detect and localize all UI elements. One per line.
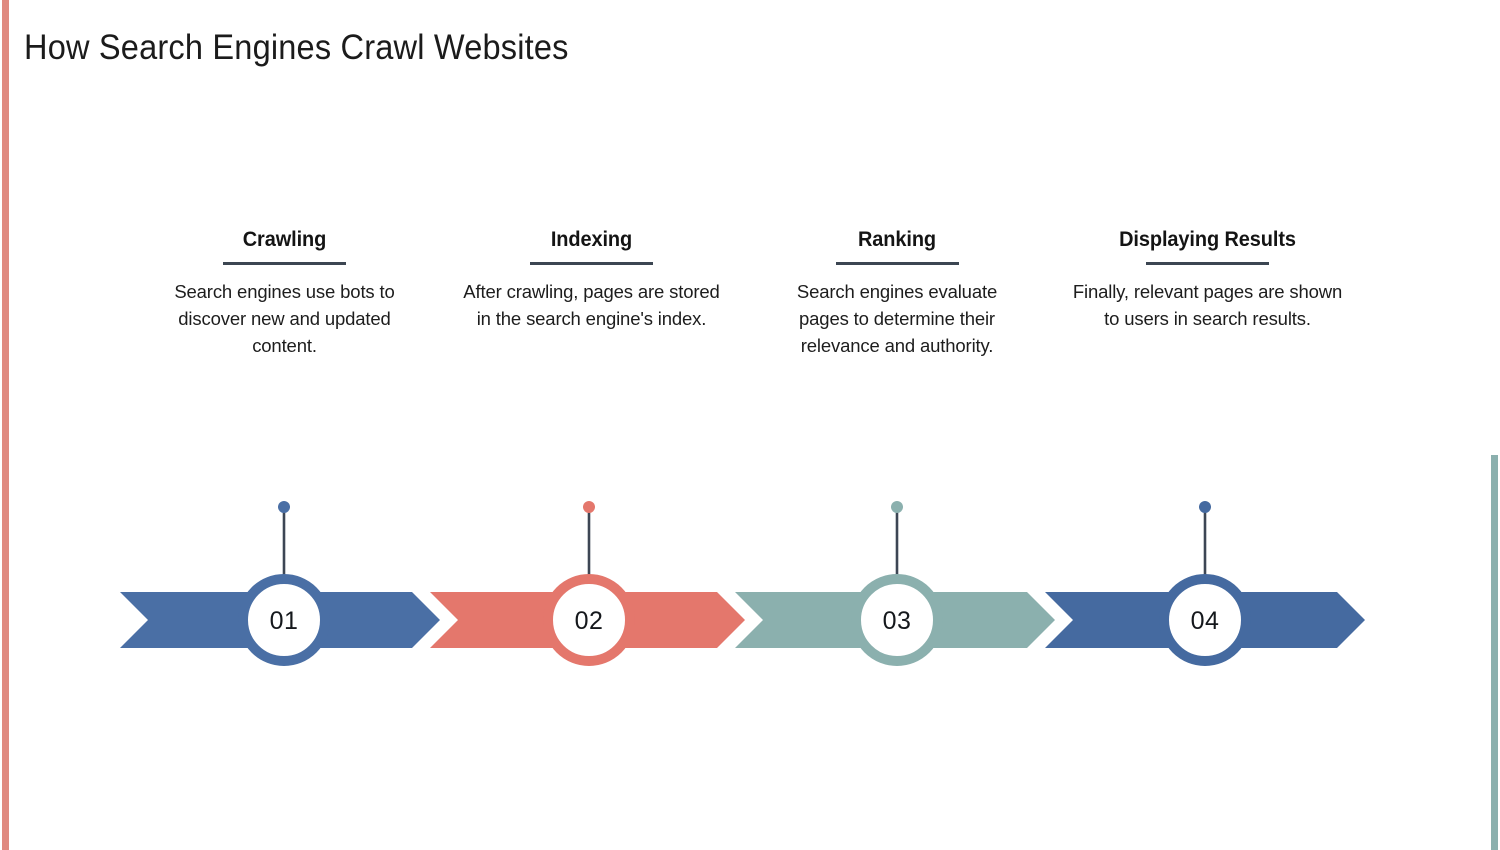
heading-divider xyxy=(530,262,653,266)
step-column-displaying-results: Displaying Results Finally, relevant pag… xyxy=(1065,228,1350,332)
connector-dot-02 xyxy=(583,501,595,513)
step-heading: Indexing xyxy=(550,228,633,251)
heading-divider xyxy=(835,262,959,266)
step-ring-04 xyxy=(1159,574,1251,666)
step-ring-01 xyxy=(238,574,330,666)
step-body-text: After crawling, pages are stored in the … xyxy=(463,281,720,330)
process-timeline: 01 02 03 04 xyxy=(0,480,1500,680)
step-number-label: 02 xyxy=(575,607,604,635)
step-number-label: 04 xyxy=(1191,607,1220,635)
step-body-text: Search engines evaluate pages to determi… xyxy=(796,281,998,357)
step-number-label: 03 xyxy=(883,607,912,635)
step-body-text: Finally, relevant pages are shown to use… xyxy=(1072,281,1343,330)
step-ring-02 xyxy=(543,574,635,666)
step-ring-03 xyxy=(851,574,943,666)
step-heading: Crawling xyxy=(242,228,327,251)
step-number-label: 01 xyxy=(270,607,299,635)
timeline-step-03[interactable]: 03 xyxy=(735,501,1055,666)
step-body-text: Search engines use bots to discover new … xyxy=(174,281,395,357)
timeline-step-02[interactable]: 02 xyxy=(430,501,745,666)
page-title: How Search Engines Crawl Websites xyxy=(24,28,569,67)
timeline-step-04[interactable]: 04 xyxy=(1045,501,1365,666)
heading-divider xyxy=(223,262,346,266)
right-accent-bar xyxy=(1491,455,1498,850)
step-column-indexing: Indexing After crawling, pages are store… xyxy=(459,228,724,332)
step-column-crawling: Crawling Search engines use bots to disc… xyxy=(152,228,417,359)
timeline-step-01[interactable]: 01 xyxy=(120,501,440,666)
step-heading: Ranking xyxy=(857,228,937,251)
heading-divider xyxy=(1146,262,1269,266)
step-description-columns: Crawling Search engines use bots to disc… xyxy=(0,228,1500,448)
step-column-ranking: Ranking Search engines evaluate pages to… xyxy=(772,228,1022,359)
connector-dot-03 xyxy=(891,501,903,513)
connector-dot-04 xyxy=(1199,501,1211,513)
connector-dot-01 xyxy=(278,501,290,513)
left-accent-bar xyxy=(2,0,9,850)
step-heading: Displaying Results xyxy=(1119,228,1296,251)
